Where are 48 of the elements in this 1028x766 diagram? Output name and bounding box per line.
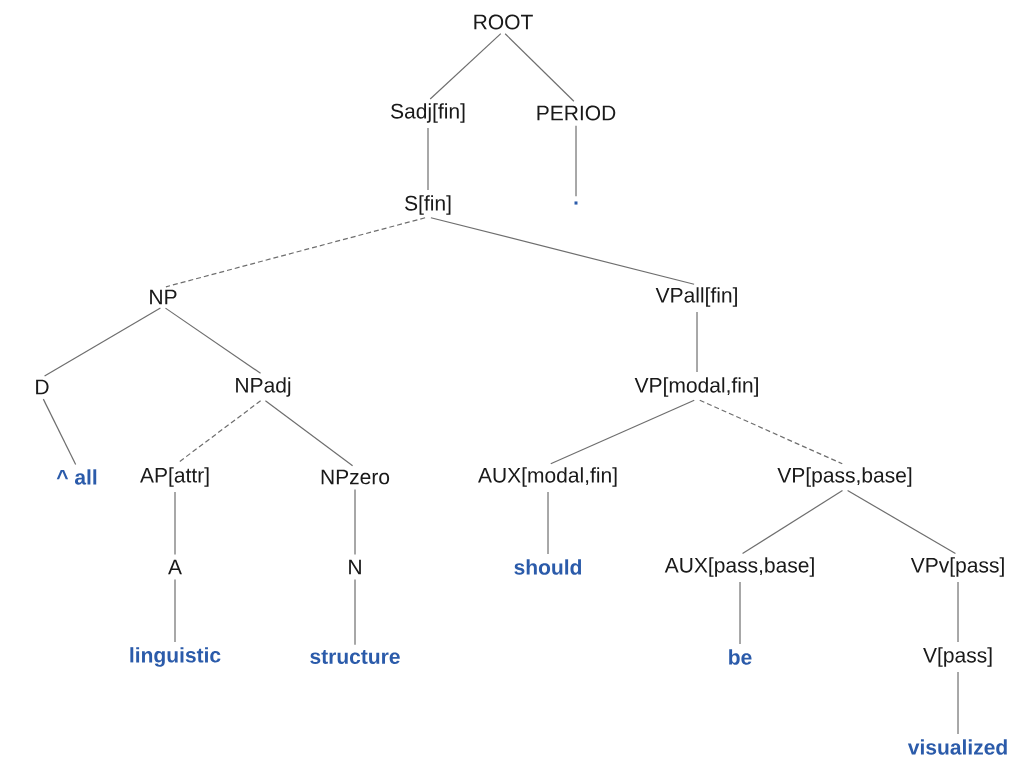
tree-branch xyxy=(174,578,176,643)
tree-branch xyxy=(741,490,844,554)
category-label: VPv[pass] xyxy=(910,557,1004,577)
tree-branch xyxy=(550,399,695,465)
category-label: PERIOD xyxy=(537,105,616,121)
category-label: VP[pass,base] xyxy=(777,467,912,487)
category-label: D xyxy=(36,379,49,395)
tree-branch xyxy=(429,33,502,100)
category-label: Sadj[fin] xyxy=(391,103,465,123)
category-label: AP[attr] xyxy=(140,467,209,487)
tree-branch xyxy=(165,217,426,288)
category-label: VPall[fin] xyxy=(655,287,737,307)
tree-branch xyxy=(957,581,959,643)
tree-branch xyxy=(575,125,577,197)
tree-branch xyxy=(957,671,959,735)
tree-branch xyxy=(699,399,843,465)
tree-branch xyxy=(354,578,356,646)
tree-branch xyxy=(174,491,176,556)
category-label: AUX[pass,base] xyxy=(664,557,814,577)
tree-branch xyxy=(427,127,429,191)
tree-branch xyxy=(264,400,354,467)
leaf-word: . xyxy=(574,201,578,205)
category-label: NPadj xyxy=(236,377,291,397)
category-label: N xyxy=(349,559,361,575)
category-label: AUX[modal,fin] xyxy=(478,467,617,487)
tree-branch xyxy=(739,581,741,645)
leaf-word: structure xyxy=(310,650,400,664)
tree-branch xyxy=(504,33,575,102)
category-label: A xyxy=(168,559,182,575)
tree-branch xyxy=(164,307,262,374)
tree-branch xyxy=(44,307,161,377)
tree-branch xyxy=(847,489,956,555)
tree-branch xyxy=(430,217,695,285)
leaf-word: visualized xyxy=(907,739,1007,755)
category-label: VP[modal,fin] xyxy=(634,377,758,397)
tree-branch xyxy=(696,311,698,373)
leaf-word: linguistic xyxy=(130,647,221,667)
category-label: NP xyxy=(150,289,177,305)
category-label: V[pass] xyxy=(923,647,992,667)
category-label: S[fin] xyxy=(405,195,451,215)
leaf-word: be xyxy=(729,649,752,665)
category-label: ROOT xyxy=(474,14,533,30)
tree-branch xyxy=(547,491,549,555)
category-label: NPzero xyxy=(321,469,390,485)
leaf-word: should xyxy=(514,559,582,575)
tree-branch xyxy=(42,398,77,465)
leaf-word: ^ all xyxy=(56,469,97,485)
tree-branch xyxy=(354,488,356,556)
